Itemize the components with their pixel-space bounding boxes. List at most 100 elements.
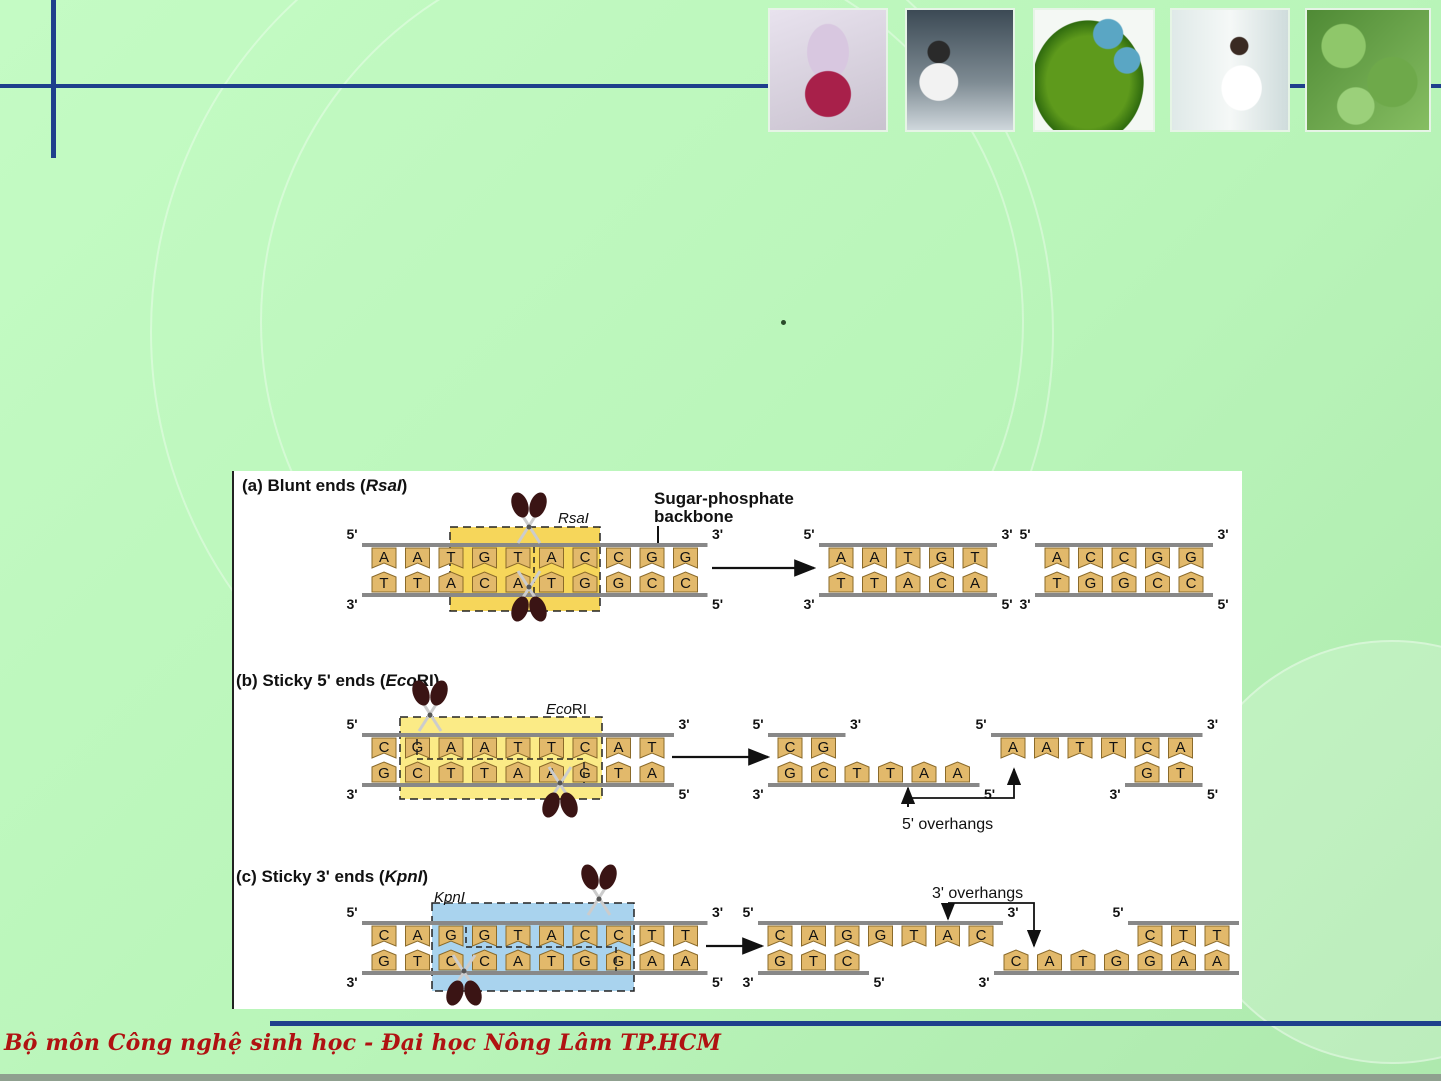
base-letter: G — [1085, 575, 1097, 592]
nucleotide-base — [606, 737, 631, 759]
scissor-pivot — [461, 968, 467, 974]
scientist-photo — [1170, 8, 1290, 132]
bullet-dot — [781, 320, 786, 325]
base-letter: G — [579, 765, 591, 782]
scissors-icon — [511, 570, 547, 622]
base-letter: A — [546, 927, 556, 944]
nucleotide-base — [1178, 547, 1204, 569]
scissors-icon — [412, 680, 448, 732]
rsai-label: RsaI — [558, 510, 589, 527]
five-prime-label: 5' — [742, 904, 753, 920]
base-letter: T — [1176, 765, 1185, 782]
base-letter: T — [852, 765, 861, 782]
nucleotide-base — [868, 925, 893, 947]
base-letter: A — [412, 927, 422, 944]
scissor-blade — [455, 954, 477, 984]
nucleotide-base — [767, 925, 793, 947]
base-letter: C — [580, 739, 591, 756]
nucleotide-base — [777, 761, 803, 783]
three-prime-label: 3' — [678, 716, 689, 732]
nucleotide-base — [472, 949, 497, 971]
base-letter: C — [1186, 575, 1197, 592]
base-letter: G — [1118, 575, 1130, 592]
scissor-blade — [516, 570, 538, 600]
nucleotide-base — [639, 949, 665, 971]
scissor-handle — [430, 680, 448, 706]
scissor-pivot — [526, 524, 532, 530]
base-letter: C — [613, 549, 624, 566]
nucleotide-base — [639, 547, 665, 569]
base-letter: A — [1052, 549, 1062, 566]
nucleotide-base — [828, 571, 854, 593]
scissor-handle — [599, 864, 617, 890]
base-letter: C — [613, 927, 624, 944]
base-letter: T — [379, 575, 388, 592]
base-letter: T — [1075, 739, 1084, 756]
nucleotide-base — [405, 949, 430, 971]
scissor-handle — [412, 680, 430, 706]
base-letter: A — [479, 739, 489, 756]
base-letter: A — [919, 765, 929, 782]
base-letter: T — [480, 765, 489, 782]
nucleotide-base — [505, 547, 531, 569]
orchid-photo — [768, 8, 888, 132]
base-letter: G — [613, 575, 625, 592]
base-letter: T — [1212, 927, 1221, 944]
panel-c-title: (c) Sticky 3' ends (KpnI) — [236, 867, 428, 886]
base-letter: G — [680, 549, 692, 566]
kpni-recognition-site — [431, 902, 635, 992]
base-letter: T — [886, 765, 895, 782]
five-prime-label: 5' — [1019, 526, 1030, 542]
base-letter: T — [1109, 739, 1118, 756]
nucleotide-base — [572, 737, 598, 759]
nucleotide-base — [572, 925, 598, 947]
nucleotide-base — [862, 571, 887, 593]
scissor-blade — [547, 766, 569, 796]
base-letter: A — [1041, 739, 1051, 756]
nucleotide-base — [505, 925, 531, 947]
base-letter: T — [681, 927, 690, 944]
nucleotide-base — [405, 737, 430, 759]
nucleotide-base — [1111, 547, 1137, 569]
nucleotide-base — [811, 737, 836, 759]
nucleotide-base — [505, 949, 531, 971]
nucleotide-base — [673, 949, 698, 971]
nucleotide-base — [1145, 547, 1170, 569]
nucleotide-base — [1178, 571, 1204, 593]
nucleotide-base — [1111, 571, 1137, 593]
nucleotide-base — [962, 547, 988, 569]
base-letter: A — [869, 549, 879, 566]
three-prime-label: 3' — [1019, 596, 1030, 612]
base-letter: G — [1141, 765, 1153, 782]
nucleotide-base — [371, 925, 397, 947]
scissors-icon — [542, 766, 578, 818]
base-letter: C — [1085, 549, 1096, 566]
base-letter: A — [513, 575, 523, 592]
scissor-handle — [529, 596, 547, 622]
scissor-handle — [560, 792, 578, 818]
nucleotide-base — [572, 761, 598, 783]
nucleotide-base — [673, 925, 698, 947]
base-letter: T — [413, 575, 422, 592]
nucleotide-base — [505, 761, 531, 783]
three-prime-label: 3' — [1207, 716, 1218, 732]
base-letter: A — [513, 953, 523, 970]
nucleotide-base — [572, 571, 598, 593]
base-letter: G — [1152, 549, 1164, 566]
nucleotide-base — [1168, 737, 1193, 759]
nucleotide-base — [505, 737, 531, 759]
kpni-label: KpnI — [434, 889, 465, 906]
nucleotide-base — [539, 949, 564, 971]
bottom-bar — [0, 1074, 1441, 1081]
base-letter: A — [546, 549, 556, 566]
nucleotide-base — [1000, 737, 1026, 759]
base-letter: C — [647, 575, 658, 592]
backbone-label: Sugar-phosphate — [654, 489, 794, 508]
nucleotide-base — [572, 949, 598, 971]
nucleotide-base — [472, 571, 497, 593]
three-prime-label: 3' — [712, 526, 723, 542]
three-prime-label: 3' — [1217, 526, 1228, 542]
scissor-blade — [590, 886, 612, 916]
five-prime-label: 5' — [803, 526, 814, 542]
